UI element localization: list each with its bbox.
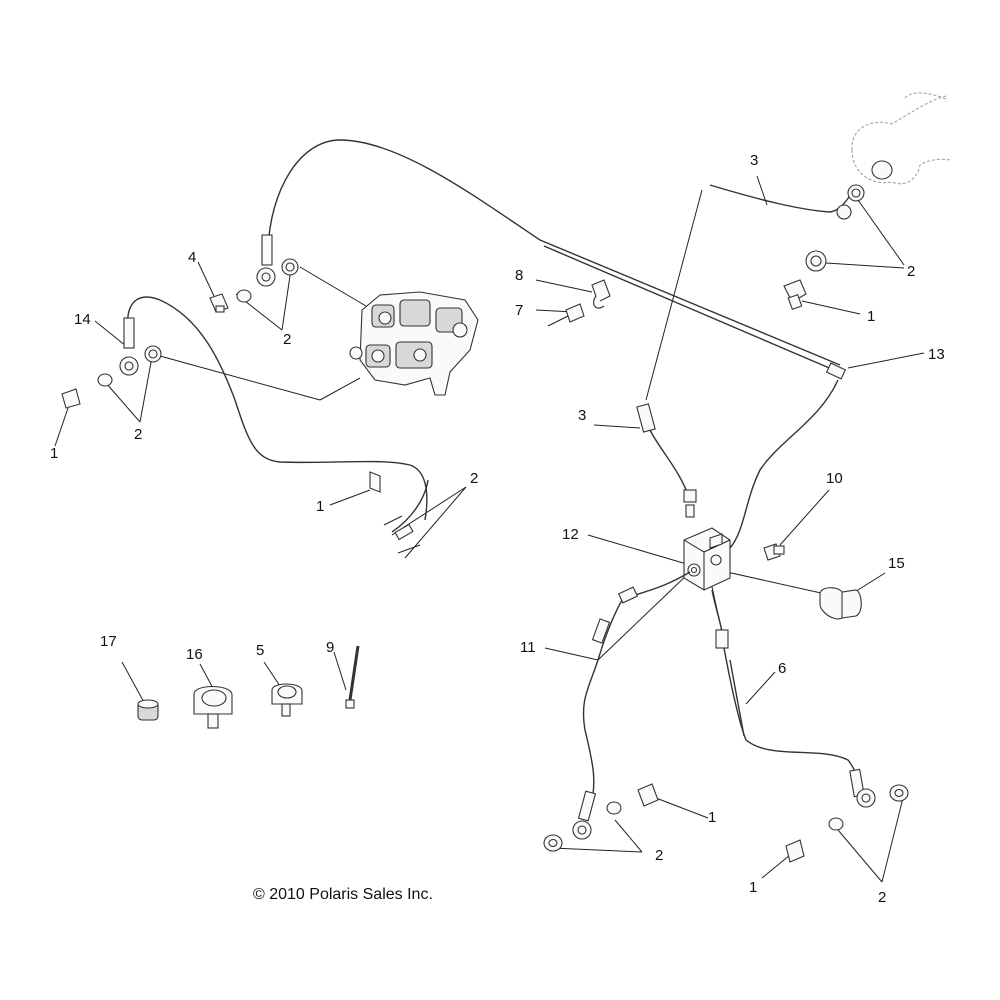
callout-label: 2 [283,331,291,348]
callout-label: 7 [515,302,523,319]
callout-label: 3 [750,152,758,169]
brake-line-upper [709,184,865,272]
callout-label: 1 [867,308,875,325]
brake-caliper [349,291,479,396]
rivet-7 [547,303,585,327]
pressure-switch-15 [819,587,862,620]
callout-label: 15 [888,555,905,572]
clamp-16 [193,685,233,729]
callout-label: 16 [186,646,203,663]
callout-label: 11 [520,639,536,656]
callout-label: 10 [826,470,843,487]
grommet-17 [137,699,159,721]
clamp-5 [271,683,303,717]
callout-label: 8 [515,267,523,284]
distribution-block-12 [683,527,731,591]
callout-label: 9 [326,639,334,656]
bleeder-screw-4 [209,293,229,313]
cable-tie-9 [345,645,360,709]
callout-label: 2 [470,470,478,487]
clip-8 [591,279,611,309]
callout-label: 2 [134,426,142,443]
callout-label: 2 [655,847,663,864]
bolt-10 [763,543,785,561]
callout-label: 2 [907,263,915,280]
brake-line-11 [543,571,691,852]
copyright-notice: © 2010 Polaris Sales Inc. [253,886,433,903]
callout-label: 1 [708,809,716,826]
callout-label: 1 [749,879,757,896]
callout-labels: 3 2 1 13 8 7 4 14 2 1 2 1 2 3 10 12 15 1… [50,152,945,906]
callout-label: 5 [256,642,264,659]
banjo-bolt-upper-right [783,279,807,311]
callout-label: 12 [562,526,579,543]
callout-label: 3 [578,407,586,424]
brake-line-14 [61,296,429,554]
master-cylinder-outline [851,92,951,185]
callout-label: 14 [74,311,91,328]
callout-label: 6 [778,660,786,677]
callout-label: 4 [188,249,196,266]
brake-line-6 [711,589,909,863]
callout-label: 2 [878,889,886,906]
callout-label: 13 [928,346,945,363]
callout-label: 1 [50,445,58,462]
leader-lines [54,175,925,883]
brake-line-3-lower [636,189,703,518]
callout-label: 1 [316,498,324,515]
brake-line-13 [267,139,847,549]
caliper-hose-upper-end [236,234,299,303]
callout-label: 17 [100,633,117,650]
